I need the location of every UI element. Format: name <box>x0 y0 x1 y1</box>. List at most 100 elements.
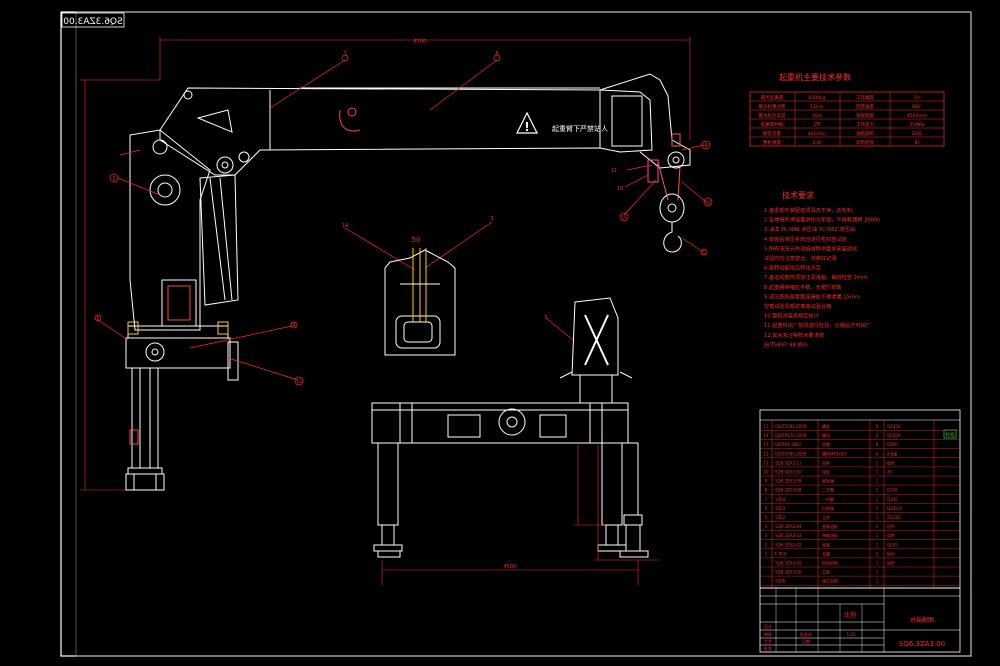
bom-cell: 8.8级 <box>887 450 897 456</box>
tech-note-line: 12.其余未注明技术要求按 <box>764 331 824 339</box>
balloon-2: 2 <box>112 176 115 182</box>
tech-note-line: JB/T5897-94 执行 <box>763 340 808 348</box>
params-cell: 额定流量 <box>763 130 781 137</box>
title-block-material: 比例 <box>844 611 856 619</box>
title-block: 比例 总装配图 SQ6.3ZA3.00 设计 审核 工艺 批准 标准化 日期 1… <box>759 587 961 653</box>
tech-note-line: 11.起重机出厂前须进行检验，合格后方可出厂 <box>764 321 871 329</box>
bom-cell: 1 <box>876 470 879 475</box>
mirrored-drawing-code: SQ6.3ZA3.00 <box>63 17 123 27</box>
bom-cell: 1 <box>876 506 879 511</box>
tb-label-process: 工艺 <box>764 639 772 644</box>
bom-badge: 标准 <box>946 431 955 438</box>
balloon-3: 3 <box>490 216 493 222</box>
params-cell: 15t.m <box>810 104 823 110</box>
outer-frame <box>60 11 972 657</box>
bom-cell: 12 <box>763 451 769 456</box>
bom-cell: SQ6.3ZA3.11 <box>775 460 802 465</box>
bom-cell: 回转座 <box>822 505 834 511</box>
bom-cell: 1 <box>876 542 879 547</box>
dim-hook-size: 50 <box>412 236 421 244</box>
bom-cell: SQ6.3ZA3.10 <box>775 470 802 475</box>
bom-cell: Q235A <box>887 424 901 429</box>
tech-note-line: 9.液压系统各管路连接处不得渗漏 15mm <box>764 292 860 300</box>
tb-scale: 1:20 <box>847 632 856 637</box>
bom-cell: 钢丝绳 <box>822 478 834 484</box>
bom-cell: 垫圈 <box>822 441 830 447</box>
bom-cell: SQ6.3ZA3.00 <box>775 570 802 575</box>
params-cell: 起重臂伸缩 <box>761 121 784 128</box>
balloon-group: 7 8 2 6 4 13 9 12 1 11 10 15 14 3 5 <box>94 51 713 386</box>
bom-cell: 14 <box>763 433 769 438</box>
balloon-12: 12 <box>705 200 711 206</box>
bom-cell: Q345 <box>887 497 898 502</box>
bom-cell: 1 <box>876 497 879 502</box>
bom-cell: SQ6.3ZA3.08 <box>775 488 802 493</box>
bom-cell: 9 <box>765 479 768 484</box>
bom-cell: 1 <box>876 579 879 584</box>
bom-cell: 45 <box>887 470 893 475</box>
detail-view-hook <box>384 248 456 356</box>
bom-cell: 1 <box>876 488 879 493</box>
bom-cell: YZ04 <box>774 497 786 502</box>
bom-cell: 吊钩 <box>822 459 830 465</box>
params-cell: 10m <box>812 113 822 119</box>
tech-note-line: 1.各零部件装配前须清洗干净，去毛刺。 <box>764 206 857 214</box>
params-cell: 40L/min <box>808 131 826 137</box>
bom-cell: SQ6.3ZA3.04 <box>775 524 802 529</box>
params-cell: 25MPa <box>910 122 925 128</box>
bom-cell: SQ6.3ZA3.01 <box>775 561 802 566</box>
params-cell: 回转角度 <box>856 103 874 110</box>
bom-cell: SQ6.3ZA3.09 <box>775 479 802 484</box>
bom-cell: 支腿 <box>822 550 830 556</box>
bom-cell: 一节臂 <box>822 496 834 502</box>
bom-cell: 4 <box>876 424 879 429</box>
bom-cell: Q345 <box>887 542 898 547</box>
bom-cell: Q235A <box>887 433 901 438</box>
bom-cell: Q345-A <box>887 506 902 511</box>
bom-cell: 二节臂 <box>822 487 834 493</box>
bom-cell: 滑轮 <box>822 469 830 475</box>
bom-cell: 4 <box>876 433 879 438</box>
bom-cell: 11 <box>763 460 769 465</box>
tech-note-line: 试验时应注意安全，并做好记录 <box>764 254 837 262</box>
bom-cell: F-P04 <box>775 551 787 556</box>
bom-cell: 螺栓M16x50 <box>822 450 846 456</box>
params-cell: 工作幅度 <box>856 94 874 101</box>
front-view-dimensions <box>381 445 660 585</box>
dim-overall-length: 6700 <box>414 39 427 45</box>
params-cell: 最大起重力矩 <box>759 103 786 110</box>
dim-leg-span: 4500 <box>504 564 517 570</box>
warning-sign: ! 起重臂下严禁站人 <box>516 111 608 134</box>
tech-note-line: 空载试验及额定载荷试验合格 <box>764 302 832 310</box>
balloon-8: 8 <box>495 51 498 57</box>
bom-cell: 变幅油缸 <box>822 523 838 529</box>
params-cell: 2.8t <box>813 140 822 146</box>
tech-note-line: 5.所有液压元件须按说明书要求安装调试 <box>764 244 858 252</box>
bom-cell: 组件 <box>887 560 895 566</box>
balloon-14: 14 <box>342 223 348 229</box>
params-cell: 适用底盘 <box>856 139 874 146</box>
bom-cell: 2 <box>876 551 879 556</box>
params-cell: 支腿跨度 <box>856 112 874 119</box>
bom-cell: 6 <box>876 451 879 456</box>
svg-text:!: ! <box>524 120 529 134</box>
bom-cell: SQ6.3ZA3.03 <box>775 533 802 538</box>
tb-label-date: 日期 <box>802 638 810 644</box>
bom-cell: 1 <box>876 570 879 575</box>
drawing-title: 总装配图 <box>910 616 934 624</box>
params-cell: 120L <box>911 131 923 137</box>
params-table-title: 起重机主要技术参数 <box>779 72 851 82</box>
bom-cell: 螺栓 <box>822 423 830 429</box>
bom-cell: 15 <box>763 424 769 429</box>
inner-frame <box>75 11 972 657</box>
params-cell: 360° <box>912 104 923 110</box>
drawing-code: SQ6.3ZA3.00 <box>899 640 945 648</box>
bom-cell: 13 <box>763 442 769 447</box>
balloon-7: 7 <box>343 51 346 57</box>
bom-cell: ZG310 <box>887 515 901 520</box>
params-cell: 最大起升高度 <box>759 112 786 119</box>
bom-cell: YZ03 <box>774 506 786 511</box>
bom-cell: 1 <box>876 561 879 566</box>
balloon-1: 1 <box>702 250 705 256</box>
